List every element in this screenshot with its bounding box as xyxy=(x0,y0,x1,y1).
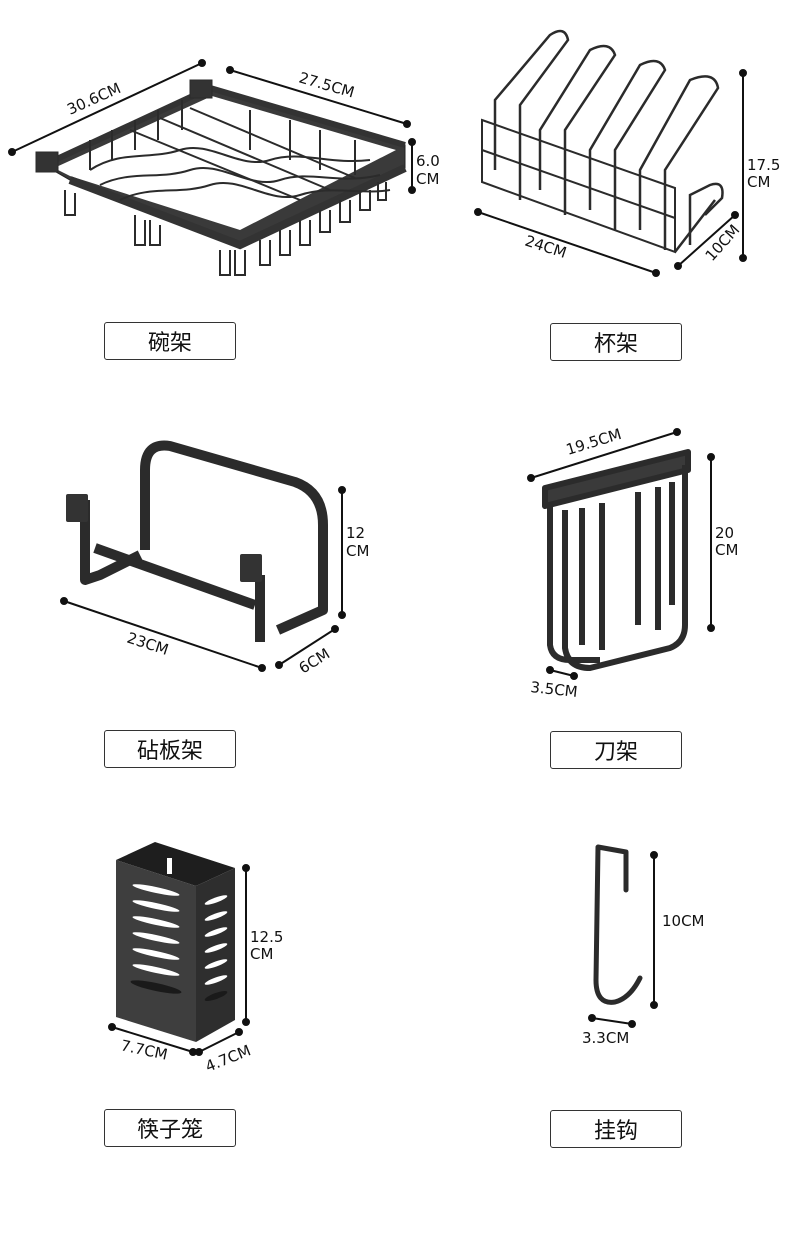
knife-rack-height-label-2: CM xyxy=(715,541,738,559)
knife-rack-label: 刀架 xyxy=(550,731,682,769)
hook-label: 挂钩 xyxy=(550,1110,682,1148)
product-knife-rack: 19.5CM 3.5CM 20 CM xyxy=(510,410,770,710)
cutting-board-rack-illustration: 23CM 6CM 12 CM xyxy=(60,440,369,677)
knife-rack-width-label: 19.5CM xyxy=(564,425,624,459)
chopstick-holder-label: 筷子笼 xyxy=(104,1109,236,1147)
cup-rack-height-label-2: CM xyxy=(747,173,770,191)
product-cutting-board-rack: 23CM 6CM 12 CM xyxy=(40,420,400,680)
chopstick-holder-illustration: 7.7CM 4.7CM 12.5 CM xyxy=(108,842,283,1076)
bowl-rack-label: 碗架 xyxy=(104,322,236,360)
hook-illustration: 10CM 3.3CM xyxy=(582,844,705,1047)
chopstick-holder-width-label: 7.7CM xyxy=(119,1036,169,1063)
cutting-board-rack-height-label-1: 12 xyxy=(346,524,365,542)
cup-rack-illustration: 24CM 10CM 17.5 CM xyxy=(474,29,780,277)
product-bowl-rack: 30.6CM 27.5CM 6.0 CM xyxy=(0,0,450,300)
cutting-board-rack-width-label: 23CM xyxy=(125,629,171,659)
bowl-rack-depth-label: 27.5CM xyxy=(297,69,357,102)
product-chopstick-holder: 7.7CM 4.7CM 12.5 CM xyxy=(90,820,320,1080)
cup-rack-depth-label: 10CM xyxy=(702,221,744,265)
knife-rack-depth-label: 3.5CM xyxy=(530,678,579,701)
cup-rack-height-label-1: 17.5 xyxy=(747,156,780,174)
chopstick-holder-height-label-1: 12.5 xyxy=(250,928,283,946)
bowl-rack-height-label-1: 6.0 xyxy=(416,152,440,170)
bowl-rack-height-label-2: CM xyxy=(416,170,439,188)
cutting-board-rack-height-label-2: CM xyxy=(346,542,369,560)
hook-height-label: 10CM xyxy=(662,912,705,930)
cup-rack-label: 杯架 xyxy=(550,323,682,361)
hook-width-label: 3.3CM xyxy=(582,1029,629,1047)
cutting-board-rack-label: 砧板架 xyxy=(104,730,236,768)
bowl-rack-illustration: 30.6CM 27.5CM 6.0 CM xyxy=(8,59,440,276)
knife-rack-illustration: 19.5CM 3.5CM 20 CM xyxy=(527,425,738,701)
chopstick-holder-height-label-2: CM xyxy=(250,945,273,963)
knife-rack-height-label-1: 20 xyxy=(715,524,734,542)
product-cup-rack: 24CM 10CM 17.5 CM xyxy=(460,20,790,300)
product-hook: 10CM 3.3CM xyxy=(560,830,730,1060)
